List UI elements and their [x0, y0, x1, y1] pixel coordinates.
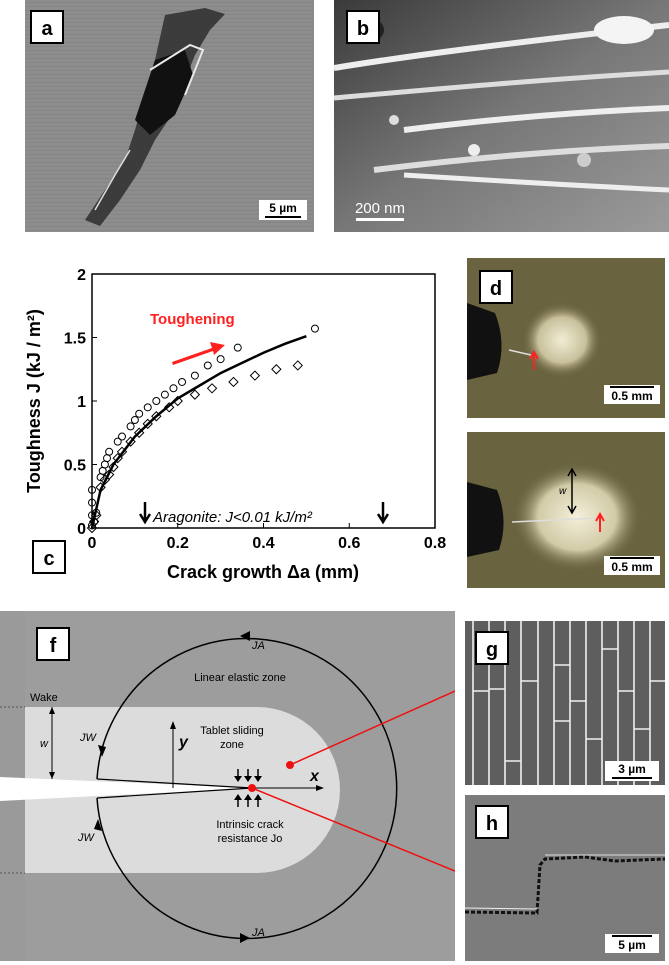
ja-top-label: JA [251, 640, 265, 652]
panel-h-micrograph: h 5 µm [465, 795, 665, 961]
circle-point [135, 409, 144, 418]
panel-h-label: h [475, 805, 509, 839]
circle-point [160, 390, 169, 399]
diamond-point [88, 516, 100, 527]
circle-point [143, 403, 152, 412]
panel-b-scalebar: 200 nm [346, 200, 414, 221]
crack-tip-arrow-2 [595, 511, 605, 532]
x-axis-symbol: x [309, 768, 320, 785]
y-axis-symbol: y [178, 734, 189, 751]
x-axis-label: Crack growth Δa (mm) [167, 562, 359, 582]
x-tick-label: 0 [88, 535, 97, 552]
circle-point [105, 447, 114, 456]
j-integral-contour [96, 637, 398, 940]
sliding-zone-label-2: zone [220, 739, 244, 751]
panel-g-label: g [475, 631, 509, 665]
jw-top-label: JW [79, 732, 98, 744]
x-tick-label: 0.6 [338, 535, 360, 552]
panel-a-scalebar: 5 µm [259, 200, 307, 220]
w-arrow [567, 467, 577, 515]
down-arrow-right [376, 502, 390, 525]
toughness-chart: 0 0.2 0.4 0.6 0.8 0 0.5 1 1.5 2 Crack growth Δa (… [24, 267, 446, 582]
diamond-point [163, 402, 175, 413]
diamond-point [108, 461, 119, 473]
y-tick-label: 1 [77, 394, 86, 411]
panel-d-bottom-scalebar: 0.5 mm [604, 556, 660, 575]
circle-point [126, 422, 135, 431]
diamond-point [189, 389, 201, 400]
panel-c-chart: 0 0.2 0.4 0.6 0.8 0 0.5 1 1.5 2 Crack growth Δa (… [0, 252, 455, 582]
circle-point [233, 343, 242, 352]
diamond-point [86, 522, 98, 534]
diamond-point [103, 469, 115, 480]
fit-line [90, 335, 307, 529]
circle-point [169, 384, 178, 393]
crack-zone-diagram: JA JA JW JW Wake w y x Linear elastic zo… [0, 611, 455, 961]
crack-image [25, 0, 314, 232]
diamond-point [91, 510, 102, 521]
panel-g-micrograph: g 3 µm [465, 621, 665, 785]
y-tick-label: 2 [77, 267, 86, 284]
circle-point [190, 371, 199, 380]
panel-f-diagram: JA JA JW JW Wake w y x Linear elastic zo… [0, 611, 455, 961]
panel-h-scalebar: 5 µm [605, 934, 659, 953]
aragonite-note: Aragonite: J<0.01 kJ/m² [152, 509, 313, 526]
tem-image [334, 0, 669, 232]
panel-c-label: c [32, 540, 66, 574]
diamond-point [228, 376, 239, 388]
diamond-point [271, 364, 282, 375]
circle-point [178, 377, 187, 386]
y-axis-label: Toughness J (kJ / m²) [24, 309, 44, 493]
diamond-point [206, 383, 218, 394]
diamond-point [292, 360, 304, 371]
panel-b-label: b [346, 10, 380, 44]
diamond-point [249, 370, 261, 381]
x-tick-label: 0.4 [252, 535, 274, 552]
panel-d-top-scalebar: 0.5 mm [604, 385, 660, 404]
y-tick-label: 1.5 [64, 331, 86, 348]
y-tick-label: 0 [77, 521, 86, 538]
x-tick-label: 0.8 [424, 535, 446, 552]
circle-point [310, 324, 319, 333]
crack-tip-arrow [529, 349, 539, 370]
toughening-annotation: Toughening [150, 311, 235, 328]
w-label: w [559, 486, 567, 497]
down-arrow-left [138, 502, 152, 525]
panel-d-bottom-photo: w 0.5 mm [467, 432, 665, 588]
circle-point [216, 355, 225, 364]
wake-label: Wake [30, 692, 58, 704]
circle-point [203, 361, 212, 370]
jw-bottom-label: JW [77, 832, 96, 844]
x-tick-label: 0.2 [167, 535, 189, 552]
crack [0, 777, 252, 801]
panel-d-label: d [479, 270, 513, 304]
y-tick-label: 0.5 [64, 458, 86, 475]
plot-frame [91, 273, 436, 529]
w-label-f: w [40, 738, 49, 750]
intrinsic-label-2: resistance Jo [218, 833, 283, 845]
panel-g-scalebar: 3 µm [605, 761, 659, 781]
panel-a-micrograph: a 5 µm [25, 0, 314, 232]
circle-point [152, 397, 161, 405]
circle-point [88, 498, 96, 507]
toughening-arrow [172, 342, 225, 365]
circle-point [130, 416, 139, 425]
panel-b-micrograph: b 200 nm [334, 0, 669, 232]
ja-bottom-label: JA [251, 927, 265, 939]
panel-a-label: a [30, 10, 64, 44]
circle-point [88, 485, 96, 494]
panel-d-top-photo: d 0.5 mm [467, 258, 665, 418]
circle-point [113, 437, 122, 446]
sliding-zone-label-1: Tablet sliding [200, 725, 264, 737]
panel-f-label: f [36, 627, 70, 661]
intrinsic-label-1: Intrinsic crack [216, 819, 284, 831]
circle-point [118, 432, 127, 441]
linear-elastic-zone-label: Linear elastic zone [194, 672, 286, 684]
